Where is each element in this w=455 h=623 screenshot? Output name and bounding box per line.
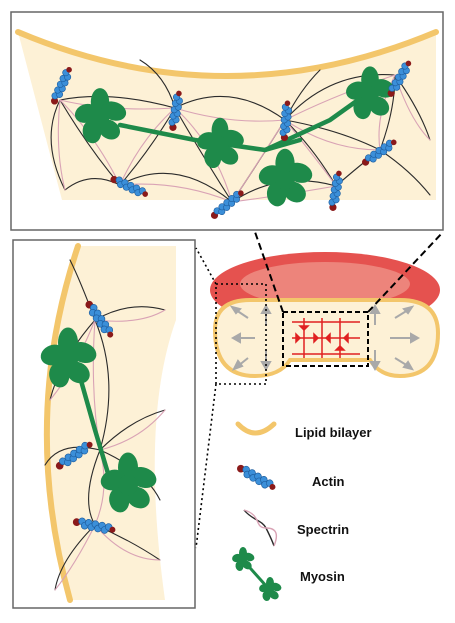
legend-item-spectrin: Spectrin (243, 509, 349, 547)
top-cytoplasm (18, 32, 436, 200)
legend-item-actin: Actin (234, 461, 345, 494)
left-panel (12, 239, 196, 609)
cell-cross-section (210, 252, 441, 385)
pressure-arrows (229, 303, 421, 372)
spectrin-icon (243, 509, 278, 547)
actin-icon (234, 461, 279, 494)
lipid-bilayer-icon (235, 421, 277, 436)
legend-label-lipid-bilayer: Lipid bilayer (295, 425, 372, 440)
zoom-connectors (195, 231, 444, 549)
left-myosin (37, 327, 160, 515)
top-lipid-bilayer (15, 29, 439, 79)
legend: Lipid bilayer Actin Spectrin Myosin (230, 421, 372, 602)
legend-label-myosin: Myosin (300, 569, 345, 584)
left-cytoplasm (46, 246, 176, 600)
left-lipid-bilayer (43, 243, 81, 603)
zoom-box-left (215, 283, 267, 385)
top-panel (10, 11, 444, 231)
legend-label-actin: Actin (312, 474, 345, 489)
contractile-network (292, 318, 360, 358)
myosin-icon (230, 547, 283, 602)
legend-item-myosin: Myosin (230, 547, 345, 602)
zoom-box-right (282, 311, 369, 367)
legend-item-lipid-bilayer: Lipid bilayer (235, 421, 372, 440)
legend-label-spectrin: Spectrin (297, 522, 349, 537)
